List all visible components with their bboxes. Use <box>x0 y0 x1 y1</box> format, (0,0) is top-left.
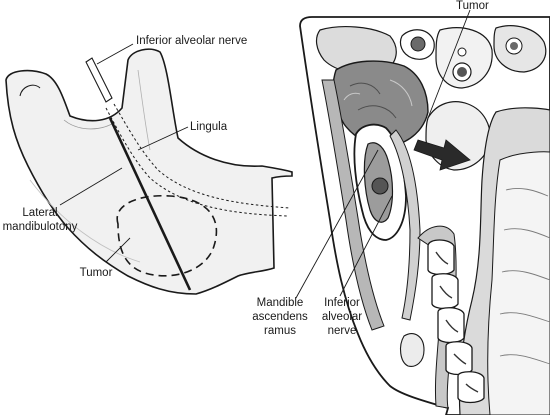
tooth-inner-mark <box>465 383 479 393</box>
top-vessel-1-lumen <box>410 36 426 52</box>
nerve-stump <box>85 57 113 103</box>
top-vessel-2-lumen <box>457 67 467 77</box>
label-mandible-line2: ascendens <box>252 311 308 323</box>
tooth-inner-mark <box>435 251 449 265</box>
coronoid-notch <box>19 84 41 97</box>
mandible-outline <box>5 48 293 295</box>
tumor-texture-4 <box>343 92 361 101</box>
label-mandible-line3: ramus <box>264 325 296 337</box>
lower-gland <box>399 333 425 367</box>
medial-muscle-strip <box>389 129 421 321</box>
body-shading <box>29 179 141 263</box>
nerve-canal-upper <box>113 103 291 209</box>
label-mandible-line1: Mandible <box>257 297 304 309</box>
tongue-texture-2 <box>503 228 550 239</box>
label-lateral-line1: Lateral <box>22 207 57 219</box>
label-nerve-line1: Inferior <box>324 297 360 309</box>
leader-lingula <box>137 126 189 151</box>
top-vessel-4-lumen <box>510 42 518 50</box>
teeth-row <box>427 239 485 404</box>
nerve-cross-section <box>371 177 389 195</box>
label-lateral-line2: mandibulotony <box>3 221 78 233</box>
tongue-surface <box>487 151 550 415</box>
leader-inferior-alveolar-nerve <box>96 43 134 65</box>
lateral-muscle-column <box>321 79 385 331</box>
tooth <box>427 239 455 276</box>
ramus-shading <box>137 69 151 151</box>
tooth-inner-mark <box>439 285 453 299</box>
mandible-illustration: Inferior alveolar nerve Lingula Lateral … <box>3 35 293 295</box>
tumor-texture-2 <box>357 105 397 119</box>
tumor-texture-3 <box>389 79 413 107</box>
leader-inferior-alveolar-nerve-right <box>339 195 393 297</box>
top-structure-2 <box>435 27 493 89</box>
tongue-texture-5 <box>499 354 550 365</box>
label-tumor-left: Tumor <box>80 267 113 279</box>
label-tumor-right: Tumor <box>456 0 489 12</box>
leader-lateral-mandibulotomy <box>59 167 123 206</box>
label-nerve-line2: alveolar <box>322 311 362 323</box>
label-nerve-line3: nerve <box>328 325 357 337</box>
tumor-outline <box>116 194 218 277</box>
top-vessel-3 <box>457 47 467 57</box>
tongue-texture-3 <box>501 270 550 281</box>
tooth-inner-mark <box>445 319 459 333</box>
tooth <box>437 307 465 344</box>
direction-arrow <box>413 139 471 171</box>
sigmoid-shading <box>63 119 113 130</box>
tongue-texture-4 <box>499 312 550 323</box>
axial-section-illustration: Tumor Mandible ascendens ramus Inferior … <box>252 0 550 415</box>
label-inferior-alveolar-nerve: Inferior alveolar nerve <box>136 35 247 47</box>
tooth-inner-mark <box>453 353 467 365</box>
leader-tumor-left <box>105 237 131 263</box>
mandibulotomy-line <box>108 117 192 291</box>
leader-mandible-ramus <box>295 149 379 299</box>
tooth <box>457 371 485 404</box>
tumor-texture-1 <box>349 82 381 95</box>
label-lingula: Lingula <box>190 121 228 133</box>
tooth <box>431 273 459 310</box>
tongue-texture-1 <box>505 187 549 197</box>
leader-tumor-right <box>427 9 471 119</box>
